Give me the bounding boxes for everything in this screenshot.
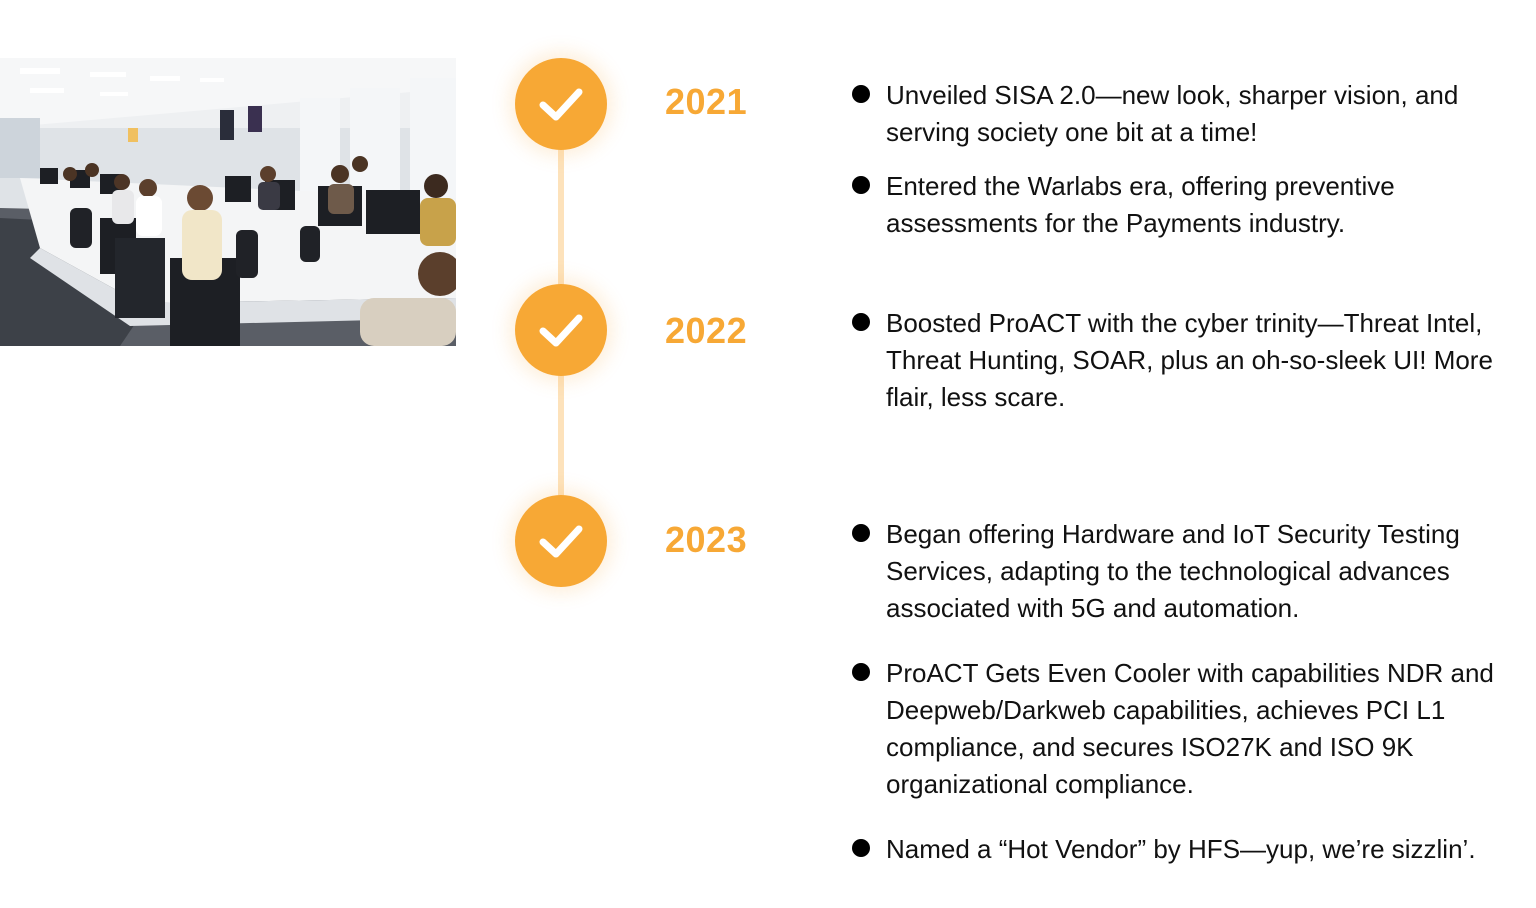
year-label-2023: 2023 bbox=[665, 519, 748, 560]
bullet-icon bbox=[852, 663, 870, 681]
bullet-icon bbox=[852, 839, 870, 857]
office-photo bbox=[0, 58, 456, 346]
milestone-2021-check-icon bbox=[515, 58, 607, 150]
list-item-text: ProACT Gets Even Cooler with capabilitie… bbox=[886, 658, 1494, 799]
list-item-text: Entered the Warlabs era, offering preven… bbox=[886, 171, 1395, 238]
list-item: Named a “Hot Vendor” by HFS—yup, we’re s… bbox=[850, 831, 1526, 868]
list-item-text: Unveiled SISA 2.0—new look, sharper visi… bbox=[886, 80, 1459, 147]
list-item: Unveiled SISA 2.0—new look, sharper visi… bbox=[850, 77, 1526, 151]
list-item-text: Boosted ProACT with the cyber trinity—Th… bbox=[886, 308, 1493, 412]
bullet-icon bbox=[852, 85, 870, 103]
list-item-text: Began offering Hardware and IoT Security… bbox=[886, 519, 1460, 623]
list-item: Entered the Warlabs era, offering preven… bbox=[850, 168, 1526, 242]
bullet-icon bbox=[852, 524, 870, 542]
bullet-icon bbox=[852, 313, 870, 331]
year-label-2022: 2022 bbox=[665, 310, 748, 351]
list-item: Boosted ProACT with the cyber trinity—Th… bbox=[850, 305, 1526, 416]
list-2023: Began offering Hardware and IoT Security… bbox=[850, 516, 1526, 868]
milestone-2023-check-icon bbox=[515, 495, 607, 587]
milestone-2022-check-icon bbox=[515, 284, 607, 376]
list-2021: Unveiled SISA 2.0—new look, sharper visi… bbox=[850, 77, 1526, 242]
list-item: Began offering Hardware and IoT Security… bbox=[850, 516, 1526, 627]
bullet-icon bbox=[852, 176, 870, 194]
year-label-2021: 2021 bbox=[665, 81, 748, 122]
list-item: ProACT Gets Even Cooler with capabilitie… bbox=[850, 655, 1526, 803]
list-item-text: Named a “Hot Vendor” by HFS—yup, we’re s… bbox=[886, 834, 1476, 864]
list-2022: Boosted ProACT with the cyber trinity—Th… bbox=[850, 305, 1526, 416]
